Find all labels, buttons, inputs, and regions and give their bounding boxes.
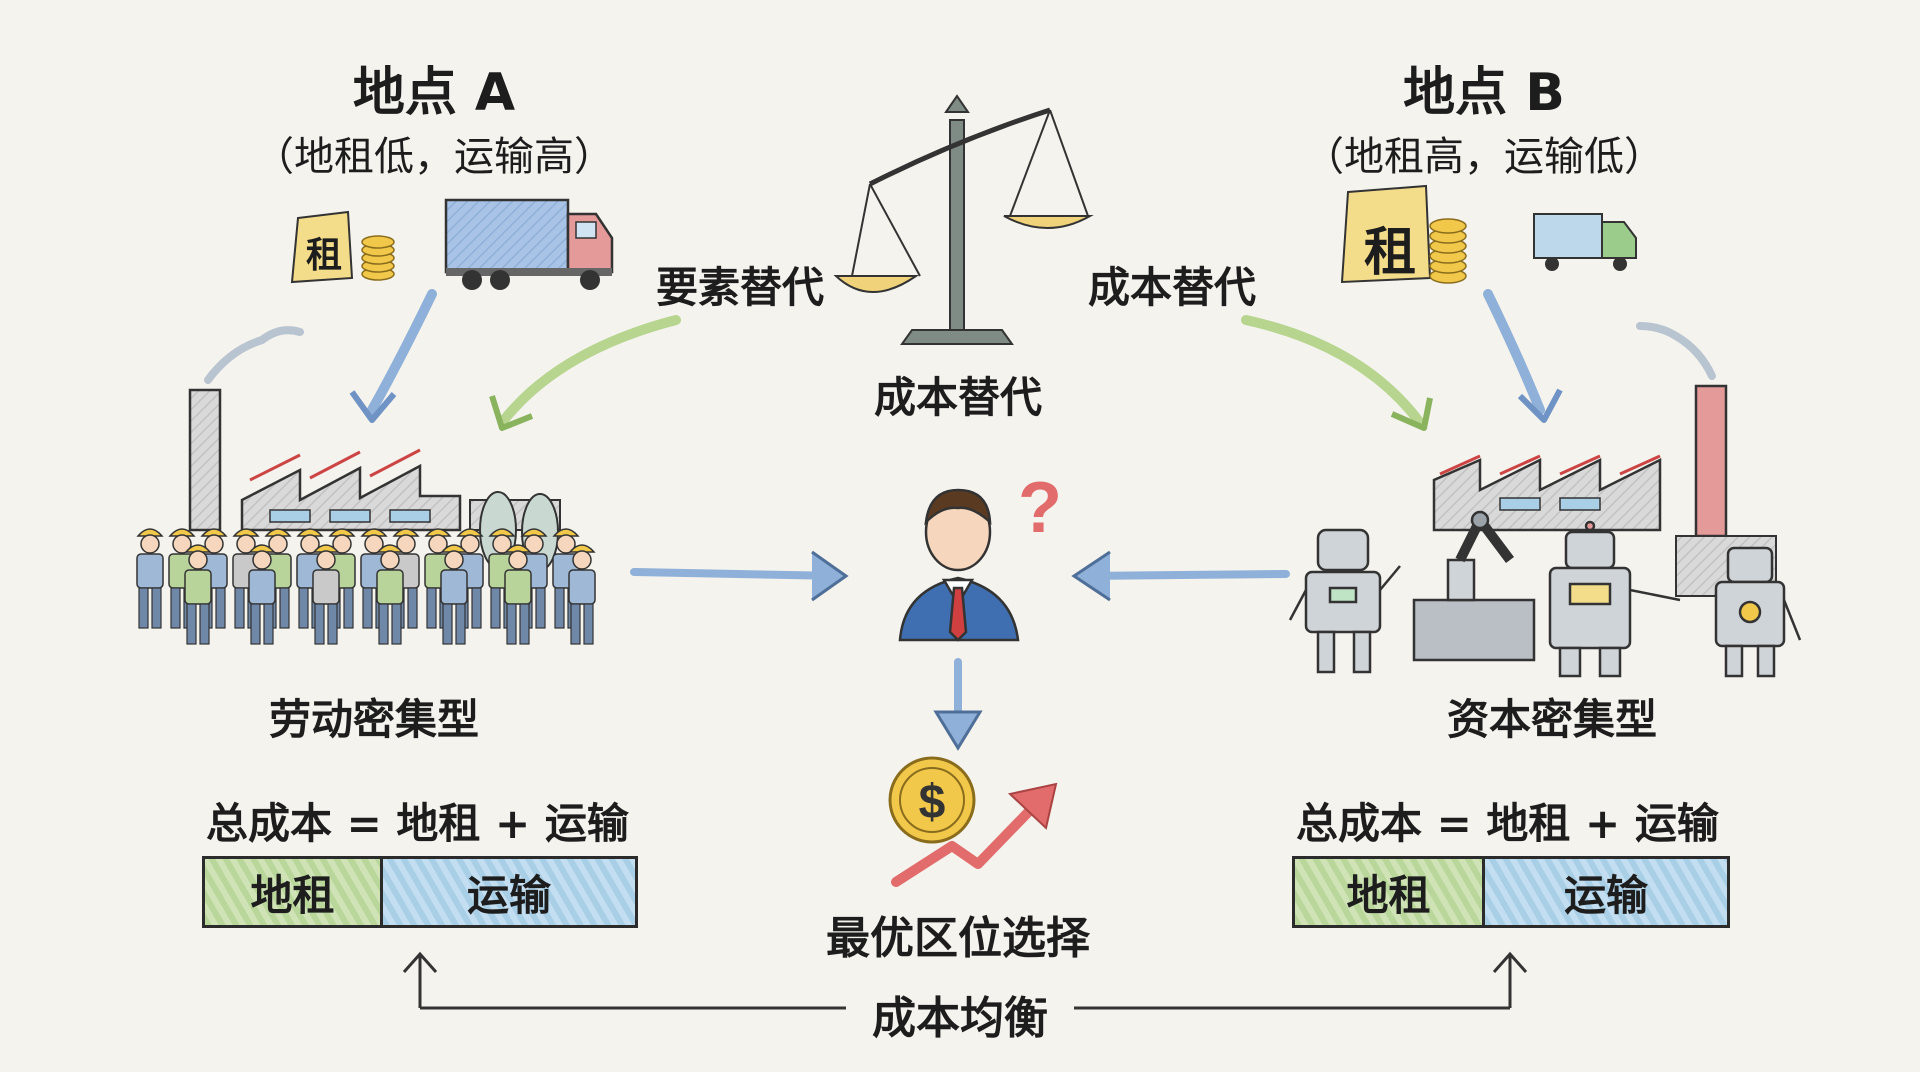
arrow-substitution-left xyxy=(499,315,681,425)
capital-intensive-factory-illustration xyxy=(1432,322,1777,597)
equilibrium-left-line xyxy=(402,951,438,1008)
robot-right-icon xyxy=(1714,546,1802,678)
factor-substitution-label: 要素替代 xyxy=(656,263,825,312)
arrow-left-to-decision-head xyxy=(811,550,849,602)
truck-icon-a xyxy=(444,198,614,290)
labor-intensive-factory-illustration xyxy=(188,326,561,571)
total-cost-formula-b: 总成本 = 地租 + 运输 xyxy=(1296,799,1719,848)
arrow-a-to-factory-head xyxy=(349,390,397,423)
robot-left-icon xyxy=(1288,528,1401,674)
robotic-arm-icon xyxy=(1412,510,1536,662)
workers-group xyxy=(136,528,596,645)
arrow-right-to-decision xyxy=(1076,570,1290,580)
location-b-subtitle: （地租高，运输低） xyxy=(1304,134,1664,180)
worker-figure xyxy=(504,544,532,645)
cost-bar-b: 地租 运输 xyxy=(1292,856,1730,928)
cost-bar-a-rent: 地租 xyxy=(205,859,383,925)
arrow-a-to-factory xyxy=(367,289,437,415)
balance-scale-icon xyxy=(833,94,1094,345)
rent-money-icon-a xyxy=(290,210,395,284)
arrow-substitution-right-head xyxy=(1390,397,1433,431)
rent-tag-a: 租 xyxy=(306,235,343,276)
arrow-down-to-result-head xyxy=(933,710,983,751)
rent-tag-b: 租 xyxy=(1364,223,1417,283)
truck-icon-b xyxy=(1533,213,1637,271)
optimal-location-label: 最优区位选择 xyxy=(826,913,1090,964)
worker-figure xyxy=(248,544,276,645)
labor-intensive-label: 劳动密集型 xyxy=(268,695,480,744)
cost-equilibrium-label: 成本均衡 xyxy=(872,993,1048,1044)
worker-figure xyxy=(440,544,468,645)
businessman-icon xyxy=(898,488,1020,642)
question-mark-icon: ? xyxy=(1018,468,1062,548)
cost-substitution-label-center: 成本替代 xyxy=(873,373,1043,422)
equilibrium-right-line xyxy=(1492,951,1528,1008)
cost-bar-b-rent: 地租 xyxy=(1295,859,1485,925)
robot-center-icon xyxy=(1548,520,1681,678)
cost-bar-a-transport: 运输 xyxy=(383,859,635,925)
arrow-right-to-decision-head xyxy=(1071,550,1111,602)
total-cost-formula-a: 总成本 = 地租 + 运输 xyxy=(206,799,629,848)
trend-up-arrow-icon xyxy=(891,795,1045,887)
trend-up-arrow-head xyxy=(1007,782,1058,830)
worker-figure xyxy=(568,544,596,645)
arrow-b-to-factory xyxy=(1483,289,1545,415)
worker-figure xyxy=(376,544,404,645)
location-a-title: 地点 A xyxy=(352,63,516,123)
capital-intensive-label: 资本密集型 xyxy=(1446,695,1658,744)
svg-text:$: $ xyxy=(919,776,946,829)
worker-figure xyxy=(184,544,212,645)
location-b-title: 地点 B xyxy=(1403,63,1565,123)
cost-bar-a: 地租 运输 xyxy=(202,856,638,928)
worker-figure xyxy=(312,544,340,645)
arrow-substitution-left-head xyxy=(489,395,534,431)
arrow-b-to-factory-head xyxy=(1517,388,1563,423)
coin-icon: $ xyxy=(888,756,976,844)
rent-money-icon-b xyxy=(1340,184,1467,284)
worker-figure xyxy=(136,528,164,629)
cost-substitution-label-right: 成本替代 xyxy=(1088,263,1257,312)
arrow-substitution-right xyxy=(1241,315,1423,425)
cost-bar-b-transport: 运输 xyxy=(1485,859,1727,925)
location-a-subtitle: （地租低，运输高） xyxy=(254,134,614,180)
arrow-left-to-decision xyxy=(630,568,844,580)
